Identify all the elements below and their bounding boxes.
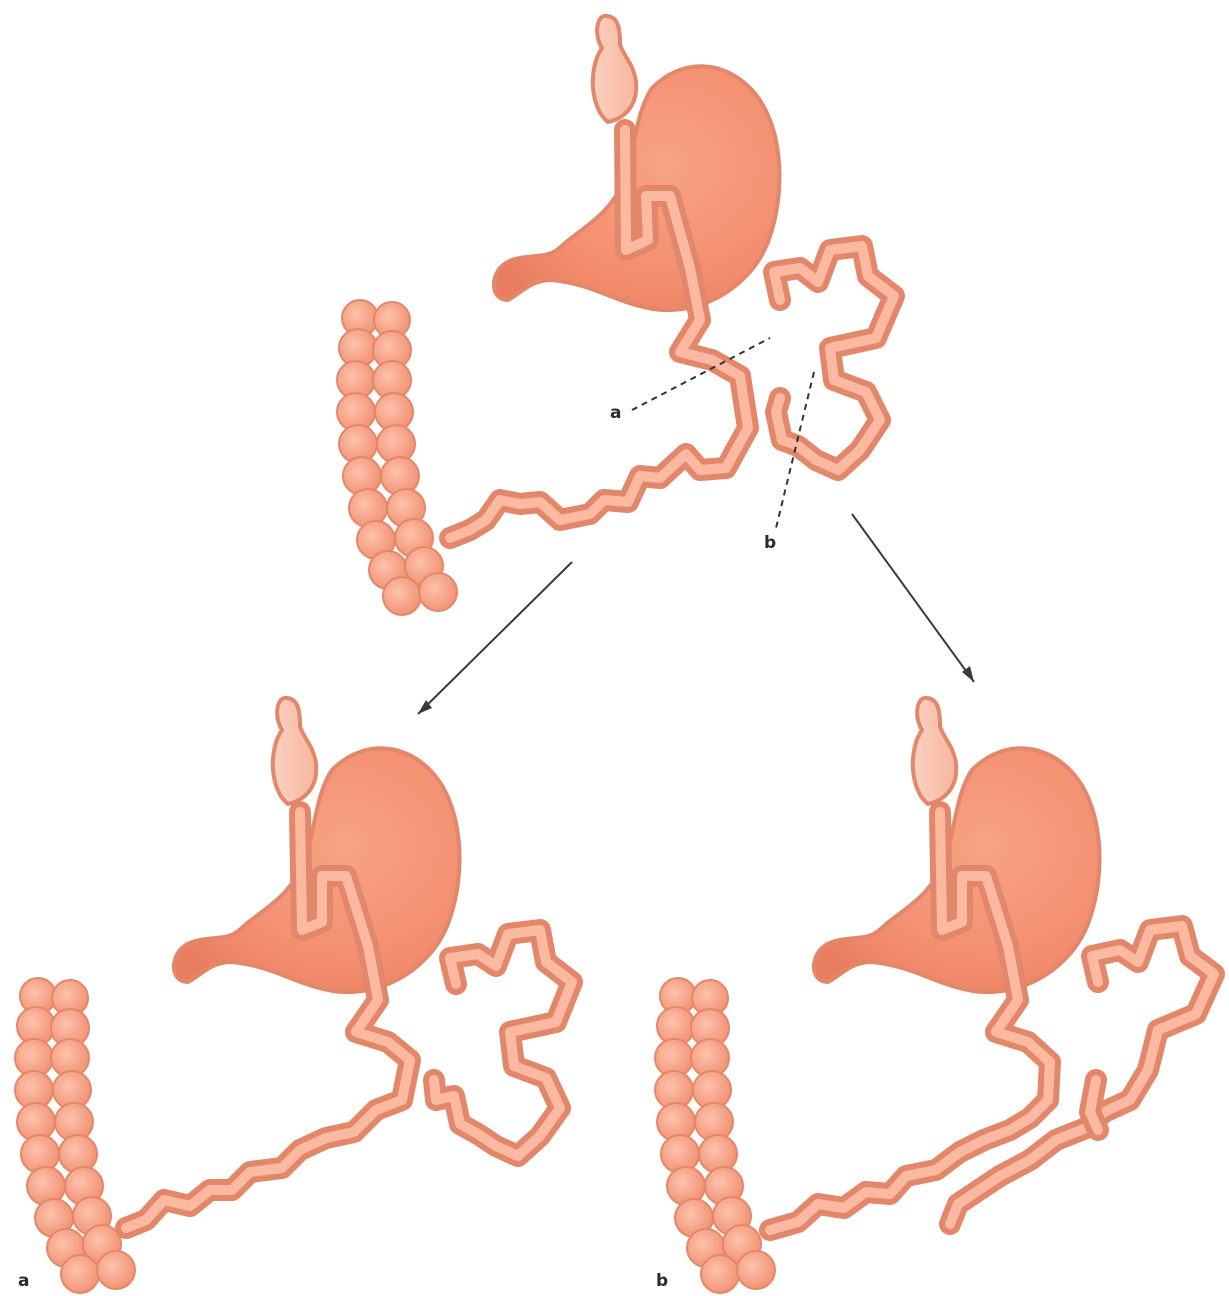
top-diagram: a b: [337, 16, 894, 615]
cut-label-b: b: [764, 533, 776, 553]
panel-label-a: a: [18, 1271, 29, 1291]
colon-top: [337, 300, 457, 615]
bottom-left-diagram: a: [15, 698, 572, 1293]
colon-bottom-right: [655, 978, 775, 1293]
arrow-right: [852, 514, 974, 682]
colon-bottom-left: [15, 978, 135, 1293]
stomach-bottom-left: [174, 698, 460, 992]
panel-label-b: b: [656, 1271, 668, 1291]
small-intestine-bottom-left: [126, 812, 572, 1228]
small-intestine-bottom-right: [770, 812, 1214, 1230]
small-intestine-top: [450, 130, 894, 538]
cut-label-a: a: [610, 403, 621, 423]
stomach-top: [494, 16, 780, 310]
bottom-right-diagram: b: [655, 698, 1214, 1293]
stomach-bottom-right: [814, 698, 1100, 992]
